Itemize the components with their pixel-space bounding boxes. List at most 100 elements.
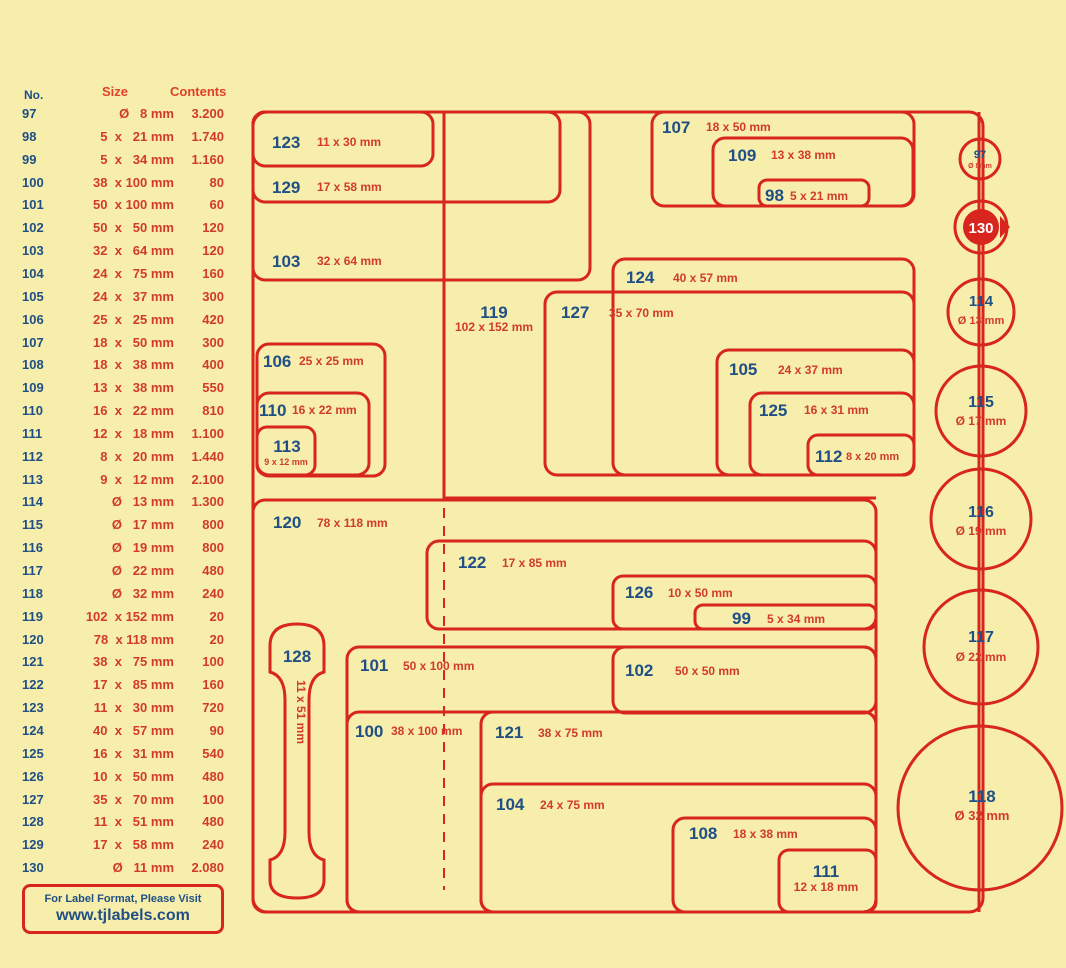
row-contents: 550 — [202, 380, 224, 396]
row-number: 99 — [22, 151, 37, 167]
row-number: 107 — [22, 334, 44, 350]
label-112-number: 112 — [815, 447, 842, 466]
visit-website-box[interactable]: For Label Format, Please Visit www.tjlab… — [22, 884, 224, 934]
label-99-number: 99 — [732, 609, 751, 628]
shape-123 — [251, 110, 435, 168]
label-117-number: 117 — [968, 629, 994, 646]
row-contents: 1.740 — [191, 128, 224, 144]
row-size: 38 x 100 mm — [93, 174, 174, 190]
table-row: 127 35 x 70 mm 100 — [20, 792, 242, 814]
row-number: 119 — [22, 608, 43, 624]
label-120-number: 120 — [273, 513, 301, 532]
label-104-number: 104 — [496, 795, 525, 814]
label-103-size: 32 x 64 mm — [317, 254, 382, 268]
shape-112 — [806, 433, 916, 477]
label-123-number: 123 — [272, 133, 300, 152]
row-number: 104 — [22, 265, 44, 281]
row-size: 78 x 118 mm — [93, 631, 174, 647]
row-number: 120 — [22, 631, 44, 647]
row-number: 128 — [22, 814, 44, 830]
shape-111 — [777, 848, 878, 914]
row-contents: 720 — [202, 700, 224, 716]
label-116-size: Ø 19 mm — [956, 524, 1007, 538]
row-number: 113 — [22, 471, 43, 487]
row-number: 126 — [22, 768, 44, 784]
row-number: 122 — [22, 677, 44, 693]
label-108-number: 108 — [689, 824, 717, 843]
row-number: 115 — [22, 517, 43, 533]
row-contents: 100 — [202, 654, 224, 670]
header-no: No. — [24, 88, 44, 102]
row-size: 18 x 38 mm — [93, 357, 174, 373]
label-113-size: 9 x 12 mm — [264, 457, 308, 467]
row-number: 129 — [22, 837, 44, 853]
row-number: 125 — [22, 745, 44, 761]
row-number: 118 — [22, 585, 43, 601]
row-contents: 160 — [202, 265, 224, 281]
row-number: 106 — [22, 311, 44, 327]
row-number: 101 — [22, 197, 44, 213]
row-size: 8 x 20 mm — [100, 448, 174, 464]
row-size: 38 x 75 mm — [93, 654, 174, 670]
shape-130 — [953, 199, 1010, 255]
row-contents: 90 — [209, 722, 224, 738]
row-contents: 160 — [202, 677, 224, 693]
row-size: 40 x 57 mm — [93, 722, 174, 738]
row-contents: 20 — [209, 608, 224, 624]
row-contents: 3.200 — [191, 106, 224, 121]
label-101-size: 50 x 100 mm — [403, 659, 474, 673]
row-contents: 120 — [202, 220, 224, 236]
row-contents: 420 — [202, 311, 224, 327]
label-128-number: 128 — [283, 647, 311, 666]
label-121-number: 121 — [495, 723, 523, 742]
shape-117 — [922, 588, 1040, 706]
label-122-size: 17 x 85 mm — [502, 556, 567, 570]
row-contents: 120 — [202, 243, 224, 259]
label-107-size: 18 x 50 mm — [706, 120, 771, 134]
website-link[interactable]: www.tjlabels.com — [56, 907, 190, 924]
row-number: 109 — [22, 380, 44, 396]
row-number: 114 — [22, 494, 43, 510]
row-size: 32 x 64 mm — [93, 243, 174, 259]
row-contents: 240 — [202, 837, 224, 853]
label-119-number: 119 — [480, 303, 507, 322]
shape-114 — [946, 277, 1016, 347]
label-124-number: 124 — [626, 268, 655, 287]
row-size: 11 x 51 mm — [93, 814, 174, 830]
row-size: 50 x 50 mm — [93, 220, 174, 236]
row-contents: 2.080 — [191, 860, 224, 876]
row-contents: 100 — [202, 791, 224, 807]
shape-98 — [757, 178, 871, 208]
shape-113 — [255, 425, 317, 477]
row-size: Ø 32 mm — [111, 585, 174, 601]
shape-127 — [543, 290, 916, 477]
row-size: 16 x 31 mm — [93, 745, 174, 761]
label-98-size: 5 x 21 mm — [790, 189, 848, 203]
row-number: 127 — [22, 791, 44, 807]
row-contents: 400 — [202, 357, 224, 373]
label-114-number: 114 — [969, 293, 994, 310]
row-size: 35 x 70 mm — [93, 791, 174, 807]
shape-115 — [934, 364, 1028, 458]
header-size: Size — [102, 84, 129, 99]
row-number: 108 — [22, 357, 44, 373]
row-number: 130 — [22, 860, 44, 876]
header-contents: Contents — [170, 84, 227, 99]
row-number: 117 — [22, 563, 43, 578]
label-98-number: 98 — [765, 186, 784, 205]
row-size: 9 x 12 mm — [100, 471, 174, 487]
